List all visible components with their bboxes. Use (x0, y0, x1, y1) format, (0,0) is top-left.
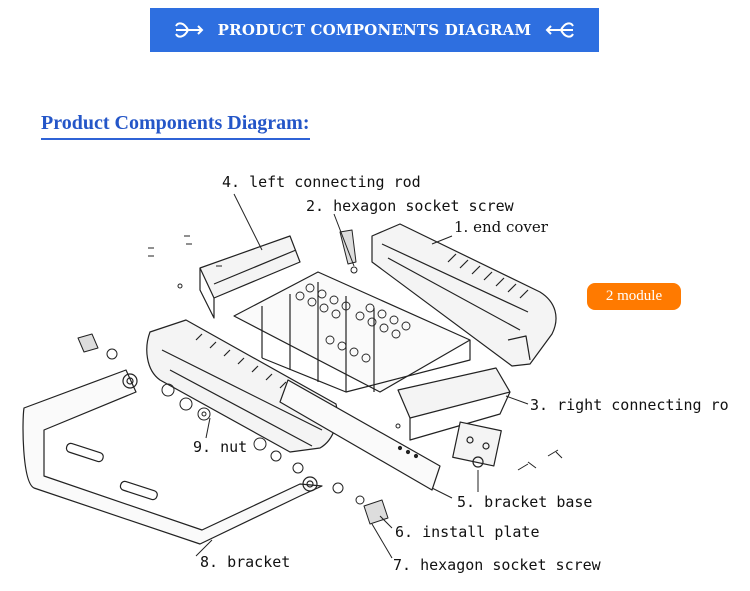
front-end-cover-part (146, 319, 338, 453)
label-hexagon-socket-screw-bottom: 7. hexagon socket screw (393, 556, 601, 574)
bracket-base-part (452, 421, 502, 468)
right-connecting-rod-part (397, 367, 511, 441)
page-title: PRODUCT COMPONENTS DIAGRAM (217, 21, 532, 39)
left-ornament-icon (174, 22, 204, 38)
label-left-connecting-rod: 4. left connecting rod (222, 173, 421, 191)
module-count-badge: 2 module (587, 283, 681, 310)
label-bracket-base: 5. bracket base (457, 493, 593, 511)
bracket-part (22, 369, 323, 545)
end-cover-part (371, 223, 557, 367)
right-ornament-icon (545, 22, 575, 38)
fasteners (77, 229, 563, 525)
label-nut: 9. nut (193, 438, 248, 456)
label-install-plate: 6. install plate (395, 523, 540, 541)
label-end-cover: 1. end cover (454, 218, 548, 236)
section-heading: Product Components Diagram: (41, 112, 310, 140)
led-module-part (233, 271, 471, 393)
install-plate-part (279, 379, 441, 491)
label-right-connecting-rod: 3. right connecting ro (530, 396, 729, 414)
header-banner: PRODUCT COMPONENTS DIAGRAM (150, 8, 599, 52)
label-bracket: 8. bracket (200, 553, 291, 571)
leader-lines (195, 193, 529, 559)
label-hexagon-socket-screw-top: 2. hexagon socket screw (306, 197, 514, 215)
